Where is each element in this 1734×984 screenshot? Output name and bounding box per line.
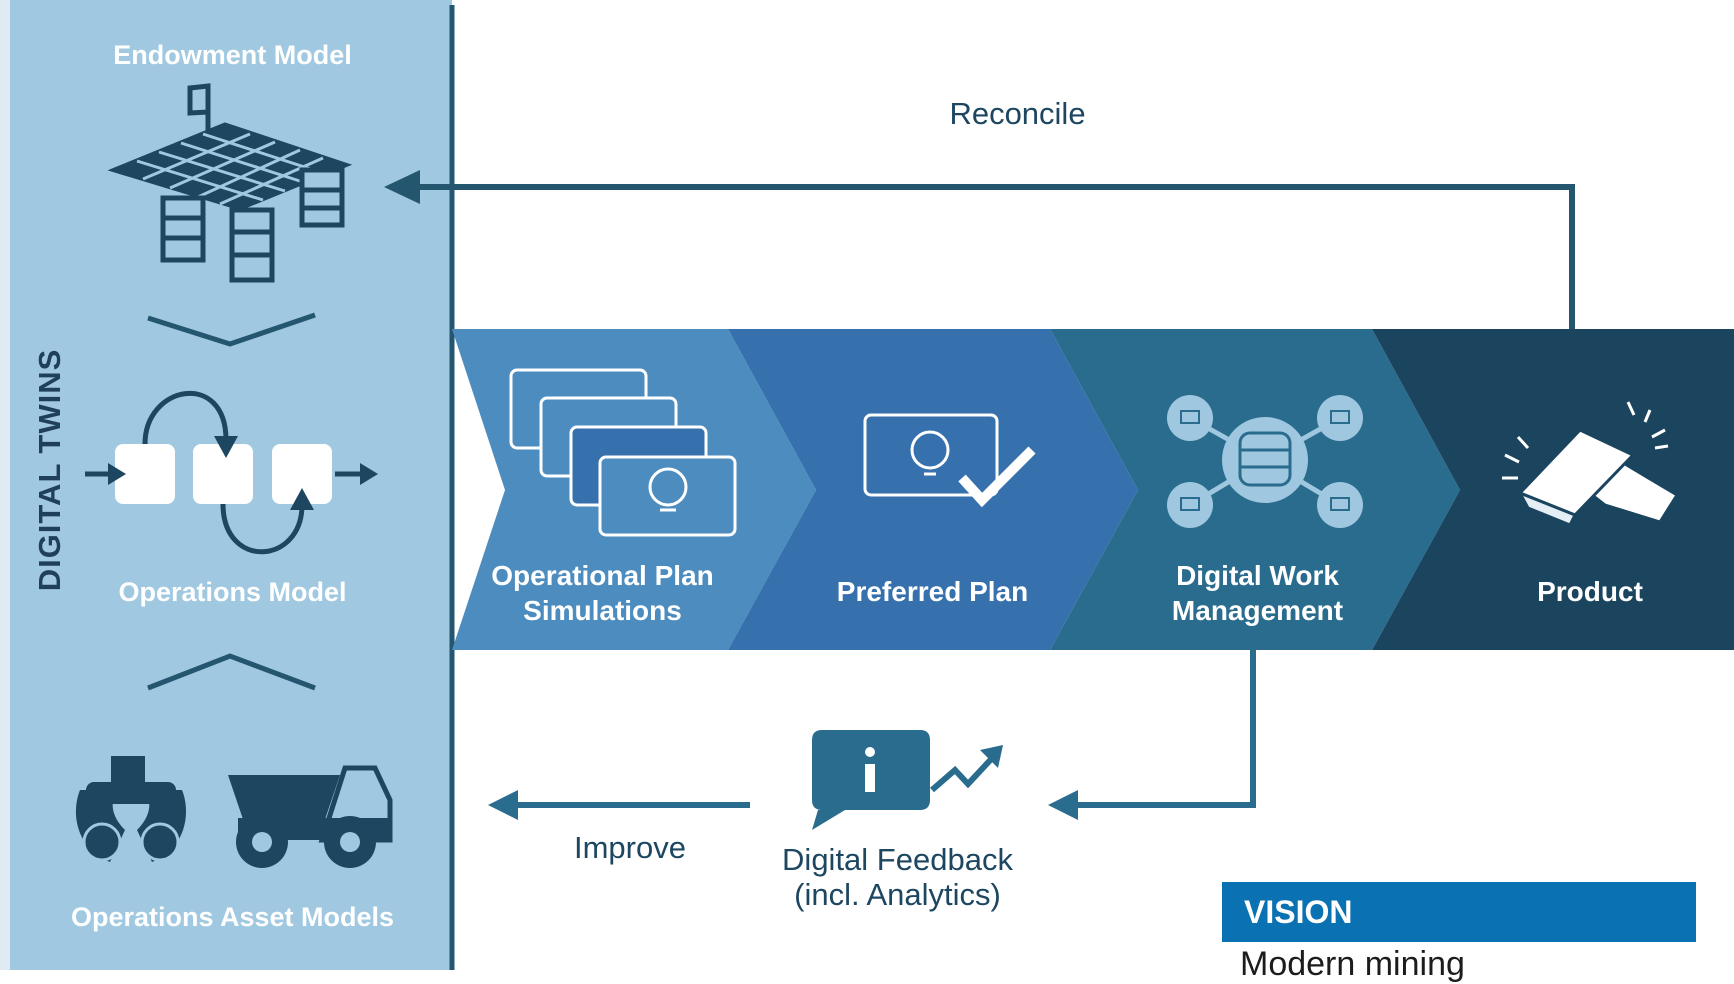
vision-body-text: Modern mining <box>1240 945 1465 983</box>
operations-model-label: Operations Model <box>60 575 405 610</box>
network-database-icon <box>1167 395 1363 528</box>
gold-bars-icon <box>1502 401 1680 527</box>
reconcile-text: Reconcile <box>949 96 1086 131</box>
flow-stage-4-label: Product <box>1465 574 1715 609</box>
flow-stage-2-line1: Preferred Plan <box>836 576 1029 607</box>
crusher-icon <box>75 756 187 862</box>
reconcile-label: Reconcile <box>880 96 1155 131</box>
chevron-down-icon <box>147 312 316 347</box>
haul-truck-icon <box>228 765 393 868</box>
endowment-model-label: Endowment Model <box>60 38 405 73</box>
flow-stage-3-line2: Management <box>1171 595 1344 626</box>
flow-stage-3-line1: Digital Work <box>1176 560 1339 591</box>
panel-edge-strip <box>0 0 10 970</box>
improve-arrowhead <box>488 790 518 820</box>
block-model-icon <box>107 83 353 283</box>
simulation-cards-icon <box>509 368 737 537</box>
improve-label: Improve <box>540 830 720 865</box>
flow-stage-2 <box>728 329 1138 650</box>
flow-stage-1-label: Operational Plan Simulations <box>470 558 735 628</box>
feedback-arrowhead <box>1048 790 1078 820</box>
flow-stage-3-label: Digital Work Management <box>1125 558 1390 628</box>
vision-header: VISION <box>1222 882 1696 942</box>
flow-stage-1-line1: Operational Plan <box>491 560 714 591</box>
feedback-arrow-line <box>1078 650 1256 808</box>
chevron-up-icon <box>147 653 316 691</box>
flow-stage-4-line1: Product <box>1537 576 1643 607</box>
preferred-plan-icon <box>863 413 1036 508</box>
digital-feedback-line1: Digital Feedback <box>782 842 1013 877</box>
reconcile-arrowhead <box>384 170 420 204</box>
operations-asset-models-text: Operations Asset Models <box>70 902 395 932</box>
flow-stage-1-line2: Simulations <box>523 595 682 626</box>
digital-twins-title: DIGITAL TWINS <box>30 330 70 610</box>
process-flow-icon <box>85 390 378 555</box>
operations-asset-models-label: Operations Asset Models <box>40 900 425 935</box>
improve-text: Improve <box>574 830 686 865</box>
operations-model-text: Operations Model <box>118 577 347 607</box>
endowment-model-text: Endowment Model <box>113 40 352 70</box>
digital-feedback-line2: (incl. Analytics) <box>794 877 1001 912</box>
digital-twins-title-text: DIGITAL TWINS <box>32 348 67 592</box>
reconcile-arrow-line <box>420 184 1575 329</box>
digital-feedback-label: Digital Feedback (incl. Analytics) <box>740 842 1055 912</box>
flow-stage-2-label: Preferred Plan <box>800 574 1065 609</box>
vision-heading-text: VISION <box>1244 894 1353 930</box>
info-chat-icon <box>812 730 1003 830</box>
